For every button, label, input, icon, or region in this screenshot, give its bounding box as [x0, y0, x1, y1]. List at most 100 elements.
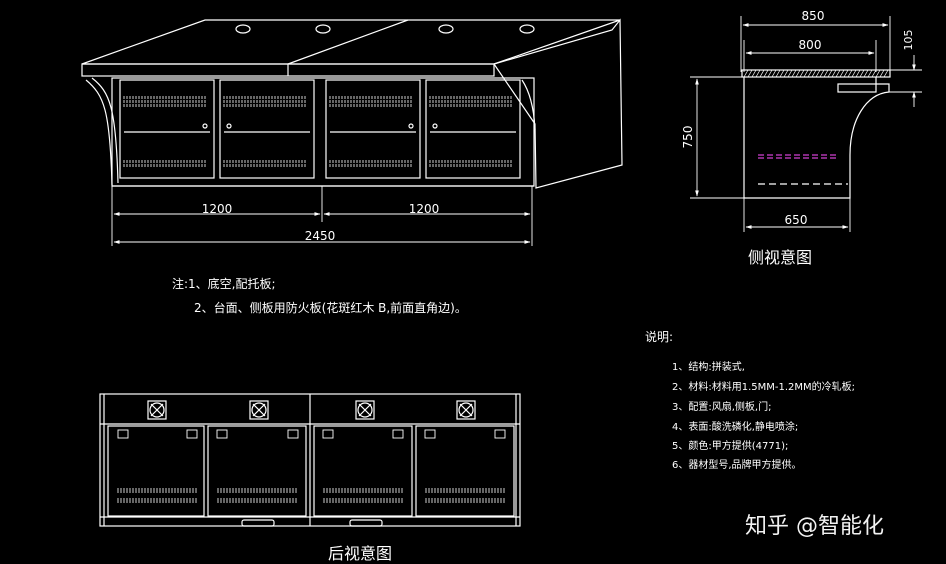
dim-side-top-width: 850 [802, 9, 825, 23]
dim-side-inner-width: 800 [799, 38, 822, 52]
fan-group [147, 400, 476, 420]
fan-blade [150, 403, 164, 417]
cabinet-door [325, 79, 421, 179]
hatch-line [843, 69, 849, 78]
cabinet-door [219, 79, 315, 179]
connector-icon [216, 429, 228, 439]
rear-view-title: 后视意图 [328, 544, 393, 563]
watermark: 知乎 @智能化 [745, 514, 884, 539]
hatch-line [823, 69, 829, 78]
hatch-line [763, 69, 769, 78]
fan-ring [251, 402, 267, 418]
fan-ring [357, 402, 373, 418]
hatch-line [867, 69, 873, 78]
connector-icon [186, 429, 198, 439]
hatch-line [831, 69, 837, 78]
hatch-line [871, 69, 877, 78]
rear-view [99, 393, 521, 527]
hatch-line [875, 69, 881, 78]
spec-item-6: 6、器材型号,品牌甲方提供。 [672, 460, 802, 471]
rear-handle [241, 519, 275, 527]
connector-icon [117, 429, 129, 439]
spec-item-4: 4、表面:酸洗磷化,静电喷涂; [672, 422, 799, 433]
side-keyboard-tray [837, 83, 877, 93]
hatch-line [799, 69, 805, 78]
spec-item-2: 2、材料:材料用1.5MM-1.2MM的冷轧板; [672, 382, 856, 393]
note-line-1: 注:1、底空,配托板; [172, 277, 276, 291]
hatch-line [851, 69, 857, 78]
hatch-line [767, 69, 773, 78]
cabinet-door [119, 79, 215, 179]
hatch-line [827, 69, 833, 78]
hatch-line [759, 69, 765, 78]
cable-hole [235, 24, 251, 34]
door-knob [408, 123, 414, 129]
connector-icon [392, 429, 404, 439]
hatch-line [879, 69, 885, 78]
hatch-line [855, 69, 861, 78]
connector-icon [494, 429, 506, 439]
hatch-line [787, 69, 793, 78]
fan-blade [252, 403, 266, 417]
rear-panel [207, 425, 307, 517]
desk-top-surface [81, 19, 621, 65]
spec-item-3: 3、配置:风扇,侧板,门; [672, 402, 772, 413]
note-line-2: 2、台面、侧板用防火板(花斑红木 B,前面直角边)。 [194, 301, 467, 315]
hatch-line [863, 69, 869, 78]
hatch-line [859, 69, 865, 78]
cable-hole [519, 24, 535, 34]
front-view [81, 18, 623, 246]
hatch-line [811, 69, 817, 78]
fan-ring [458, 402, 474, 418]
dim-left-width: 1200 [202, 202, 233, 216]
dim-right-width: 1200 [409, 202, 440, 216]
rear-vent-slots [117, 488, 505, 503]
fan-icon [249, 400, 269, 420]
vent-slots [123, 96, 512, 167]
hatch-line [839, 69, 845, 78]
door-knob [226, 123, 232, 129]
cable-hole [315, 24, 331, 34]
front-dimensions [111, 186, 533, 246]
fan-icon [355, 400, 375, 420]
hatch-line [883, 69, 889, 78]
dim-total-width: 2450 [305, 229, 336, 243]
left-leg [85, 79, 113, 186]
hatch-line [847, 69, 853, 78]
hatch-line [771, 69, 777, 78]
spec-item-5: 5、颜色:甲方提供(4771); [672, 441, 789, 452]
side-view-title: 侧视意图 [748, 248, 813, 267]
hatch-line [835, 69, 841, 78]
connector-icon [424, 429, 436, 439]
hatch-line [807, 69, 813, 78]
spec-item-1: 1、结构:拼装式, [672, 362, 745, 373]
spec-heading: 说明: [645, 330, 674, 344]
door-knob [432, 123, 438, 129]
fan-icon [456, 400, 476, 420]
side-view [690, 16, 922, 232]
hatch-line [743, 69, 749, 78]
fan-blade [459, 403, 473, 417]
hatch-line [755, 69, 761, 78]
hatch-line [747, 69, 753, 78]
hatch-line [779, 69, 785, 78]
connector-icon [287, 429, 299, 439]
fan-ring [149, 402, 165, 418]
door-knob [202, 123, 208, 129]
fan-blade [358, 403, 372, 417]
hatch-line [803, 69, 809, 78]
side-dimensions [690, 16, 922, 232]
side-body [743, 77, 890, 199]
hatch-line [775, 69, 781, 78]
door-group [119, 79, 521, 179]
connector-group [117, 429, 506, 439]
rear-panel [415, 425, 515, 517]
rear-panel [107, 425, 205, 517]
dim-side-height: 750 [681, 126, 695, 149]
rear-handle [349, 519, 383, 527]
connector-icon [322, 429, 334, 439]
cable-hole [438, 24, 454, 34]
right-leg [521, 79, 536, 131]
rear-panel [313, 425, 413, 517]
